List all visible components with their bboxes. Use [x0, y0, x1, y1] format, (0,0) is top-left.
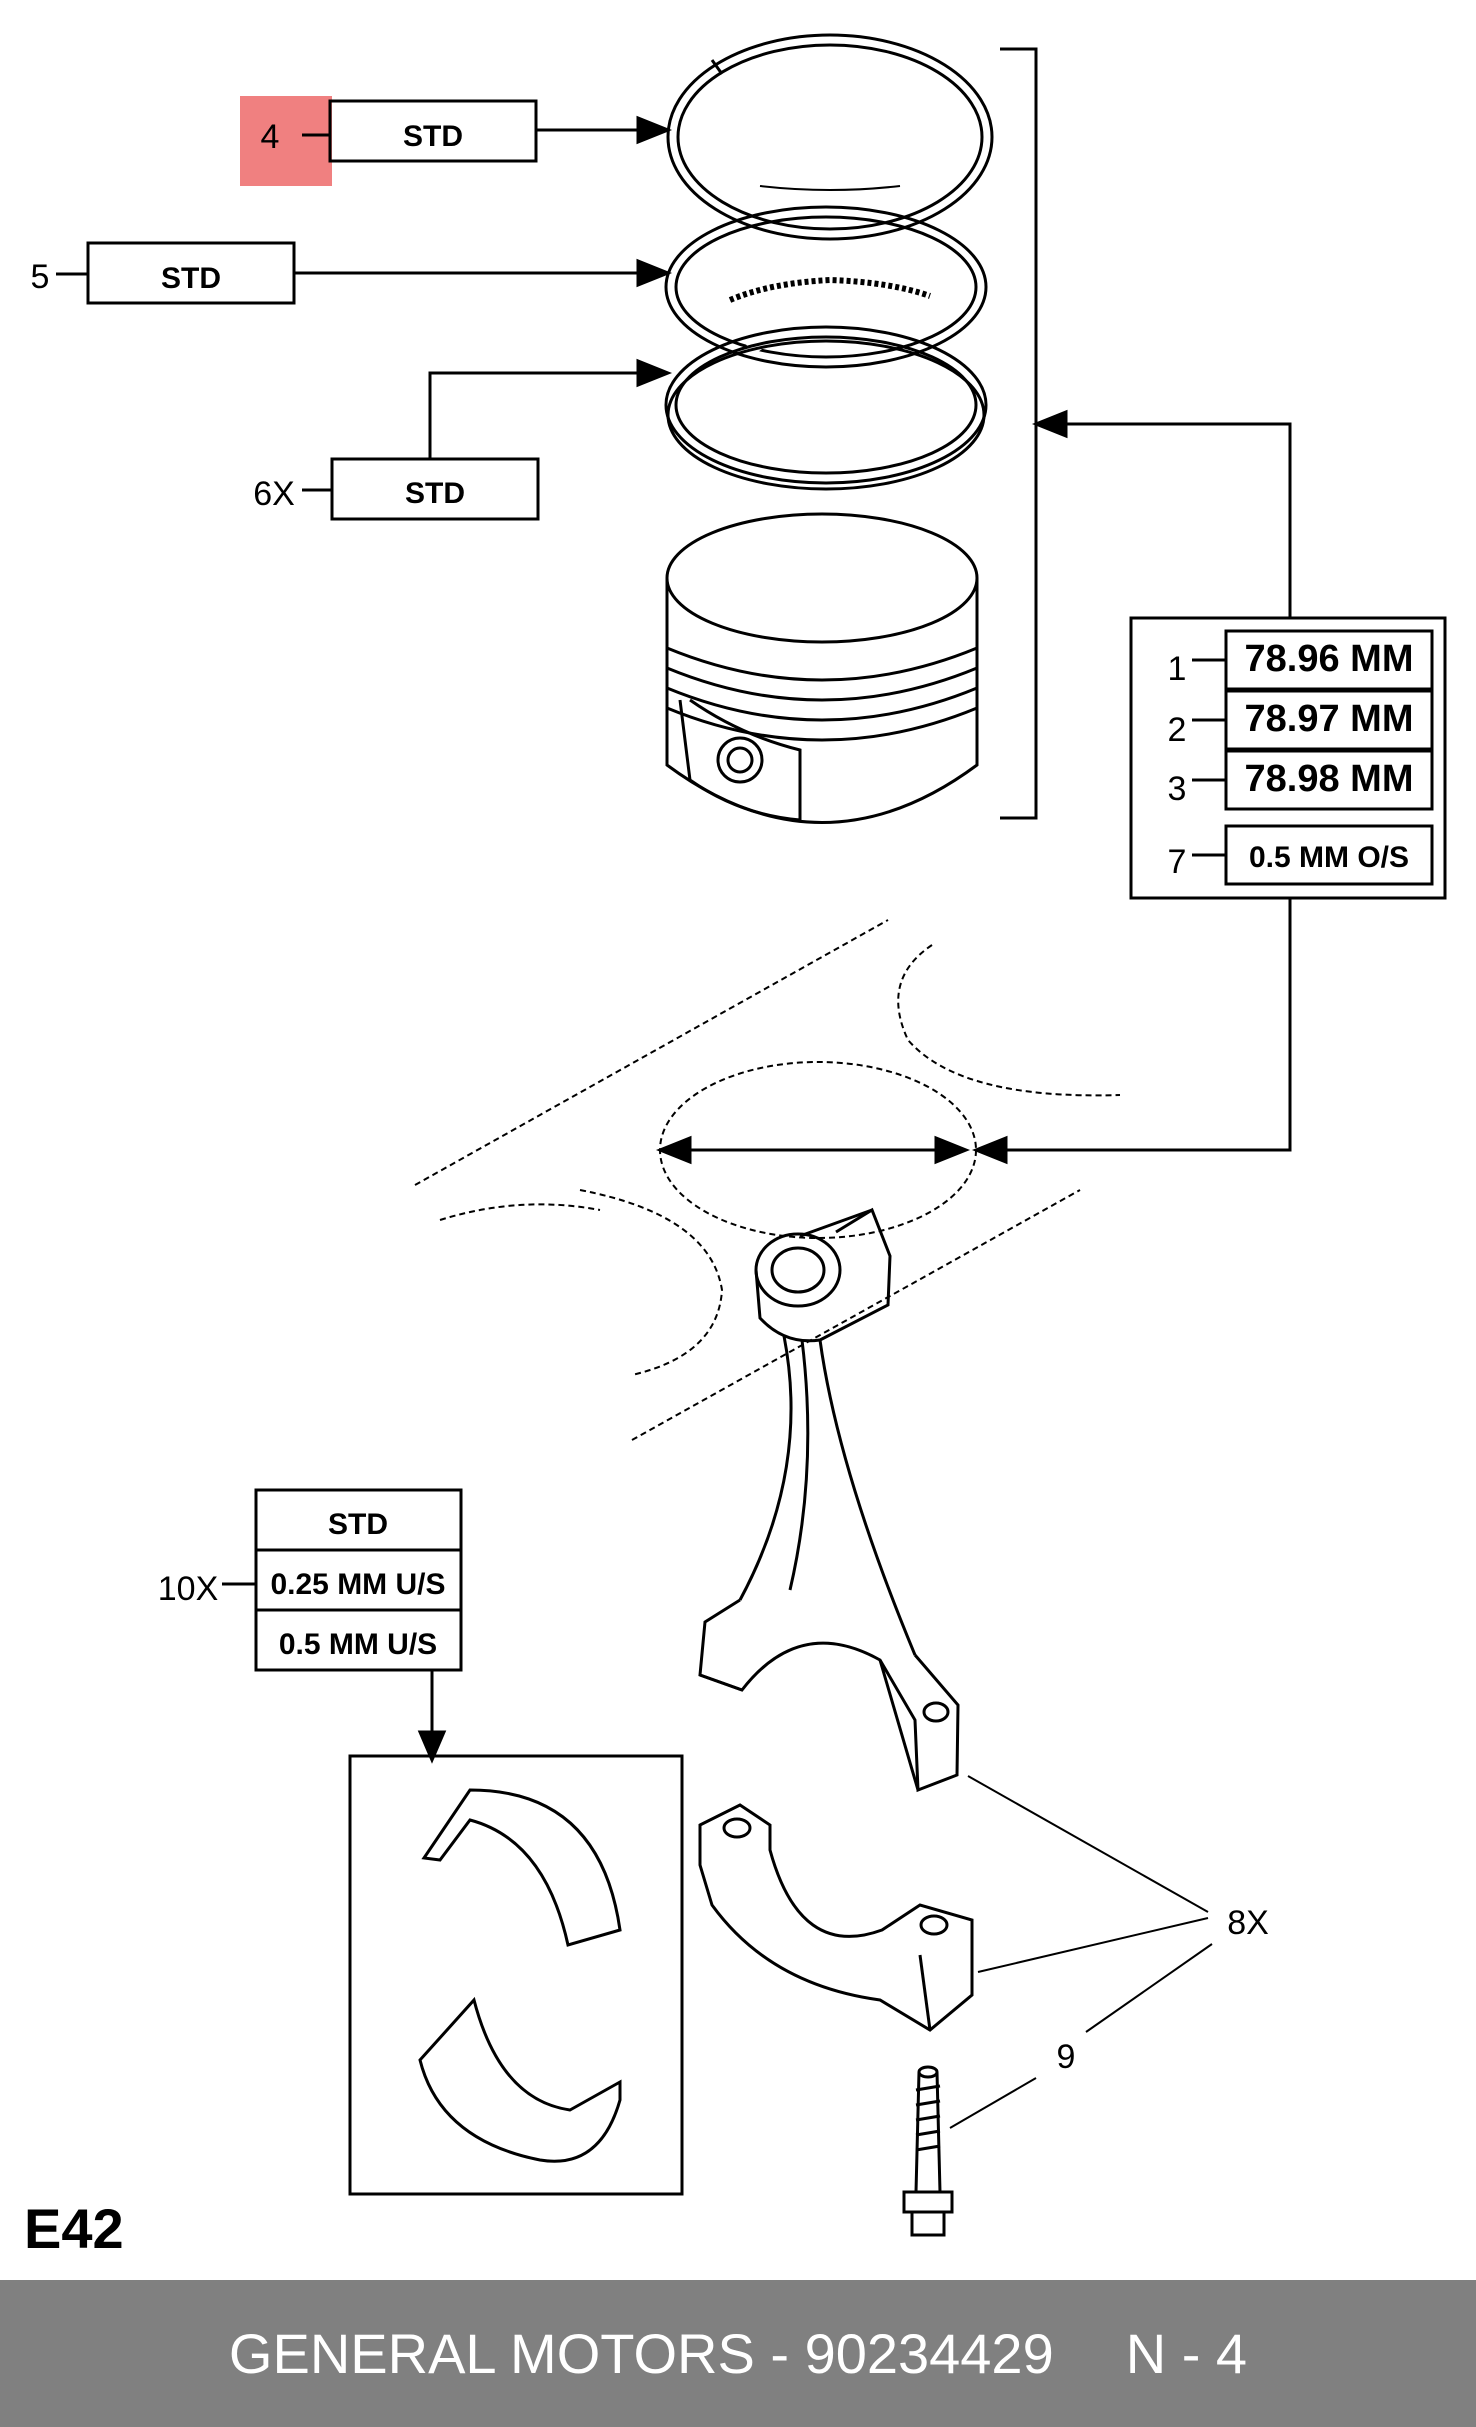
bearing-size-table: STD 0.25 MM U/S 0.5 MM U/S — [254, 1488, 463, 1672]
bearing-size-3: 0.5 MM U/S — [279, 1628, 437, 1661]
second-ring-size-label: STD — [161, 262, 221, 295]
callout-7: 7 — [1168, 843, 1187, 881]
piston-size-7: 0.5 MM O/S — [1249, 841, 1409, 874]
bracket-piston-group — [1000, 47, 1038, 820]
piston-size-2: 78.97 MM — [1245, 698, 1414, 740]
footer-part-number: GENERAL MOTORS - 90234429 — [228, 2322, 1054, 2385]
piston-size-rows: 1 78.96 MM 2 78.97 MM 3 78.98 MM 7 0.5 M… — [1168, 629, 1434, 886]
second-compression-ring — [664, 205, 988, 369]
top-compression-ring — [666, 33, 994, 241]
piston-size-3-box — [1224, 749, 1434, 811]
callout-4-highlight — [240, 96, 332, 186]
arrow-second-ring — [294, 258, 673, 288]
top-ring-size-label: STD — [403, 120, 463, 153]
oil-ring-size-label: STD — [405, 477, 465, 510]
footer-index: N - 4 — [1125, 2322, 1248, 2385]
bore-diameter-arrow — [655, 1135, 971, 1165]
piston-size-2-box — [1224, 689, 1434, 751]
callout-5: 5 — [31, 258, 50, 296]
piston-size-7-box — [1224, 824, 1434, 886]
oil-control-ring — [664, 325, 988, 491]
callout-3: 3 — [1168, 770, 1187, 808]
arrow-oil-ring — [428, 358, 673, 459]
callout-6x: 6X — [253, 475, 295, 513]
connecting-rod — [698, 1207, 960, 1793]
callout-1: 1 — [1168, 650, 1187, 688]
upper-bearing-shell — [421, 1788, 622, 1947]
bearing-shells-box — [348, 1754, 684, 2196]
callout-2: 2 — [1168, 711, 1187, 749]
piston-size-3: 78.98 MM — [1245, 758, 1414, 800]
leader-size-table-to-piston — [1031, 409, 1292, 618]
piston — [665, 512, 979, 824]
connecting-rod-bolt — [902, 2065, 954, 2237]
arrow-top-ring — [536, 115, 673, 145]
oil-ring-size-box — [330, 457, 540, 521]
bearing-size-2: 0.25 MM U/S — [270, 1568, 445, 1601]
footer-bar: GENERAL MOTORS - 90234429 N - 4 — [0, 2280, 1476, 2427]
cylinder-block-outline — [414, 919, 1121, 1441]
connecting-rod-cap — [698, 1803, 974, 2032]
lower-bearing-shell — [418, 1996, 622, 2163]
bearing-size-1: STD — [328, 1508, 388, 1541]
diagram-code: E42 — [24, 2197, 124, 2260]
callout-9: 9 — [1057, 2038, 1076, 2076]
piston-size-1-box — [1224, 629, 1434, 691]
callout-10x: 10X — [158, 1570, 219, 1608]
callout-8x: 8X — [1227, 1904, 1269, 1942]
arrow-bearing-table — [417, 1670, 447, 1764]
bearing-size-3-box — [254, 1608, 463, 1672]
leader-8x-9 — [949, 1775, 1213, 2129]
piston-size-1: 78.96 MM — [1245, 638, 1414, 680]
piston-size-table — [1129, 616, 1447, 900]
callout-4: 4 — [261, 118, 280, 156]
leader-size-table-to-bore — [971, 898, 1292, 1165]
